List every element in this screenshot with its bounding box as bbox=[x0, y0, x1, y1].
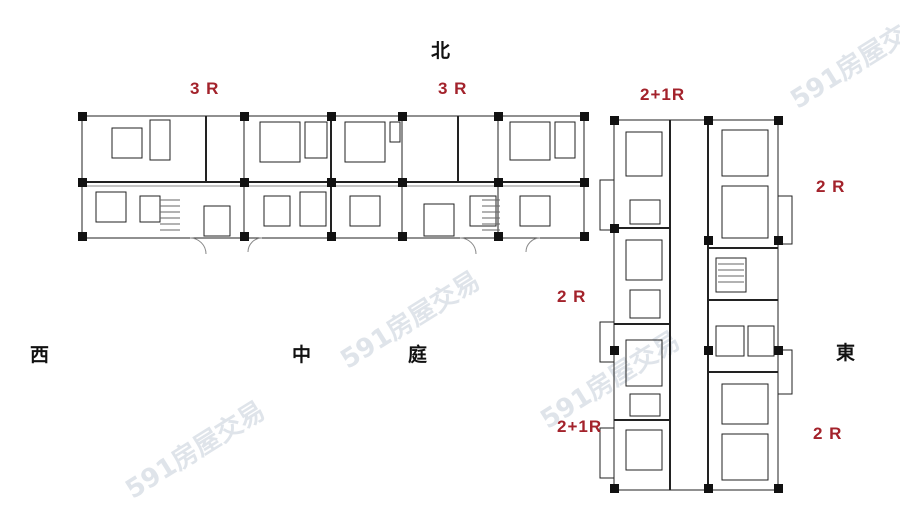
courtyard-label-2: 庭 bbox=[408, 344, 428, 366]
east-wing-outline bbox=[613, 119, 779, 491]
unit-label-north-west: 3 R bbox=[190, 79, 220, 98]
unit-label-east-top: 2+1R bbox=[640, 85, 686, 104]
unit-label-east-lower-left: 2+1R bbox=[557, 417, 603, 436]
unit-label-east-lower-right: 2 R bbox=[813, 424, 843, 443]
north-wing-outline bbox=[81, 115, 585, 239]
stairs-east bbox=[715, 257, 747, 293]
unit-label-north-mid: 3 R bbox=[438, 79, 468, 98]
elevator-center bbox=[423, 203, 455, 237]
unit-label-east-mid-left: 2 R bbox=[557, 287, 587, 306]
direction-west: 西 bbox=[30, 344, 50, 366]
unit-label-east-upper-right: 2 R bbox=[816, 177, 846, 196]
courtyard-label-1: 中 bbox=[292, 344, 312, 366]
direction-east: 東 bbox=[836, 342, 856, 364]
direction-north: 北 bbox=[431, 40, 451, 62]
elevator-east bbox=[715, 325, 745, 357]
elevator-west bbox=[203, 205, 231, 237]
